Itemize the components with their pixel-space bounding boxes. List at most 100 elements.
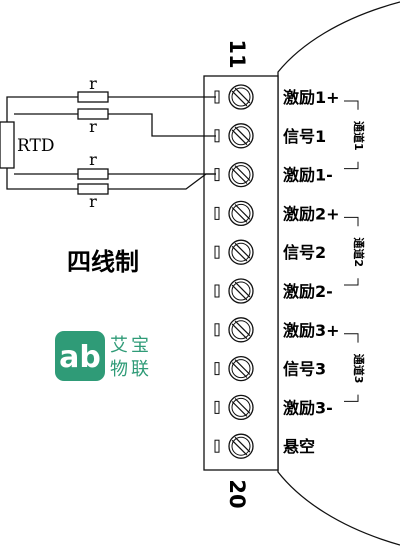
rtd-wires (6, 96, 216, 190)
terminal-screw (228, 394, 254, 421)
terminal-screw-inner (231, 397, 251, 417)
rtd-label: RTD (17, 136, 54, 156)
terminal-screw (228, 84, 254, 110)
terminal-list: 激励1+ 信号1 激励1- 激励2+ 信号2 激励2- 激励3+ 信号3 激励3- 悬空 (214, 84, 340, 459)
lead-resistor-label-4: r (89, 192, 97, 211)
terminal-label: 激励3+ (283, 321, 340, 340)
terminal-screw (228, 200, 254, 227)
lead-resistor-3 (77, 168, 109, 180)
terminal-3: 激励1- (214, 161, 333, 188)
screw-slot (231, 245, 248, 262)
screw-slot (234, 320, 251, 337)
channel-2: 通道2 (344, 216, 366, 286)
terminal-screw (228, 278, 254, 304)
brand-logo: ab 艾宝 物联 (55, 331, 152, 381)
pin-number-bottom: 20 (225, 479, 249, 508)
terminal-indicator (214, 284, 220, 298)
diagram-title: 四线制 (67, 248, 139, 276)
terminal-label: 激励2- (283, 282, 333, 301)
lead-resistor-4 (77, 183, 109, 195)
bracket-top (344, 333, 359, 343)
screw-slot (234, 398, 251, 414)
terminal-label: 信号3 (283, 360, 326, 379)
screw-slot (234, 436, 251, 453)
terminal-4: 激励2+ (214, 200, 340, 227)
terminal-label: 激励1- (283, 166, 333, 185)
screw-slot (231, 90, 248, 107)
device-housing (277, 1, 400, 546)
lead-resistor-2 (77, 108, 109, 120)
rtd-element (0, 121, 15, 169)
terminal-screw (228, 317, 254, 343)
terminal-label: 激励1+ (283, 88, 340, 107)
terminal-screw-inner (231, 281, 251, 301)
terminal-screw-inner (231, 359, 251, 379)
lead-resistor-label-1: r (89, 74, 97, 93)
terminal-screw-inner (231, 126, 251, 146)
channel-label: 通道3 (352, 354, 366, 384)
terminal-2: 信号1 (214, 123, 326, 149)
screw-slot (231, 323, 248, 340)
channel-3: 通道3 (344, 333, 366, 402)
terminal-screw (228, 161, 254, 188)
bracket-top (344, 216, 359, 227)
screw-slot (231, 362, 248, 378)
screw-slot (231, 129, 248, 146)
screw-slot (234, 165, 251, 181)
terminal-7: 激励3+ (214, 317, 340, 343)
logo-text-line-2: 物联 (110, 359, 152, 380)
terminal-screw (228, 433, 254, 459)
terminal-indicator (214, 362, 220, 376)
bracket-bottom (344, 161, 359, 170)
screw-slot (234, 204, 251, 220)
terminal-label: 信号1 (283, 127, 326, 146)
terminal-screw-inner (231, 165, 251, 185)
terminal-indicator (214, 400, 220, 414)
screw-slot (231, 207, 248, 223)
logo-mark: ab (59, 340, 101, 375)
screw-slot (234, 242, 251, 259)
terminal-label: 激励2+ (283, 204, 340, 223)
terminal-label: 信号2 (283, 243, 326, 262)
terminal-6: 激励2- (214, 278, 333, 304)
screw-slot (234, 87, 251, 104)
terminal-indicator (214, 439, 220, 453)
lead-resistor-label-2: r (89, 117, 97, 136)
terminal-label: 激励3- (283, 398, 333, 417)
screw-slot (231, 284, 248, 301)
logo-text-line-1: 艾宝 (110, 335, 152, 356)
terminal-screw (228, 355, 254, 382)
pin-number-top: 11 (225, 39, 249, 68)
screw-slot (231, 439, 248, 456)
terminal-10: 悬空 (214, 433, 315, 459)
bracket-bottom (344, 394, 359, 402)
terminal-screw-inner (231, 203, 251, 223)
terminal-screw-inner (231, 242, 251, 262)
terminal-label: 悬空 (282, 437, 315, 456)
screw-slot (234, 126, 251, 143)
screw-slot (234, 359, 251, 375)
channel-1: 通道1 (344, 100, 366, 170)
terminal-screw-inner (231, 320, 251, 340)
terminal-indicator (214, 206, 220, 220)
screw-slot (231, 168, 248, 184)
screw-slot (234, 281, 251, 298)
terminal-1: 激励1+ (214, 84, 340, 110)
terminal-screw-inner (231, 436, 251, 456)
terminal-screw-inner (231, 87, 251, 107)
channel-brackets: 通道1 通道2 通道3 (344, 100, 366, 402)
bracket-bottom (344, 278, 359, 286)
terminal-indicator (214, 245, 220, 259)
terminal-5: 信号2 (214, 239, 326, 265)
terminal-9: 激励3- (214, 394, 333, 421)
lead-resistor-label-3: r (89, 150, 97, 169)
screw-slot (231, 401, 248, 417)
channel-label: 通道2 (352, 237, 366, 267)
terminal-screw (228, 123, 254, 149)
terminal-screw (228, 239, 254, 265)
terminal-8: 信号3 (214, 355, 326, 382)
bracket-top (344, 100, 359, 110)
terminal-indicator (214, 323, 220, 337)
lead-resistor-1 (77, 91, 109, 103)
